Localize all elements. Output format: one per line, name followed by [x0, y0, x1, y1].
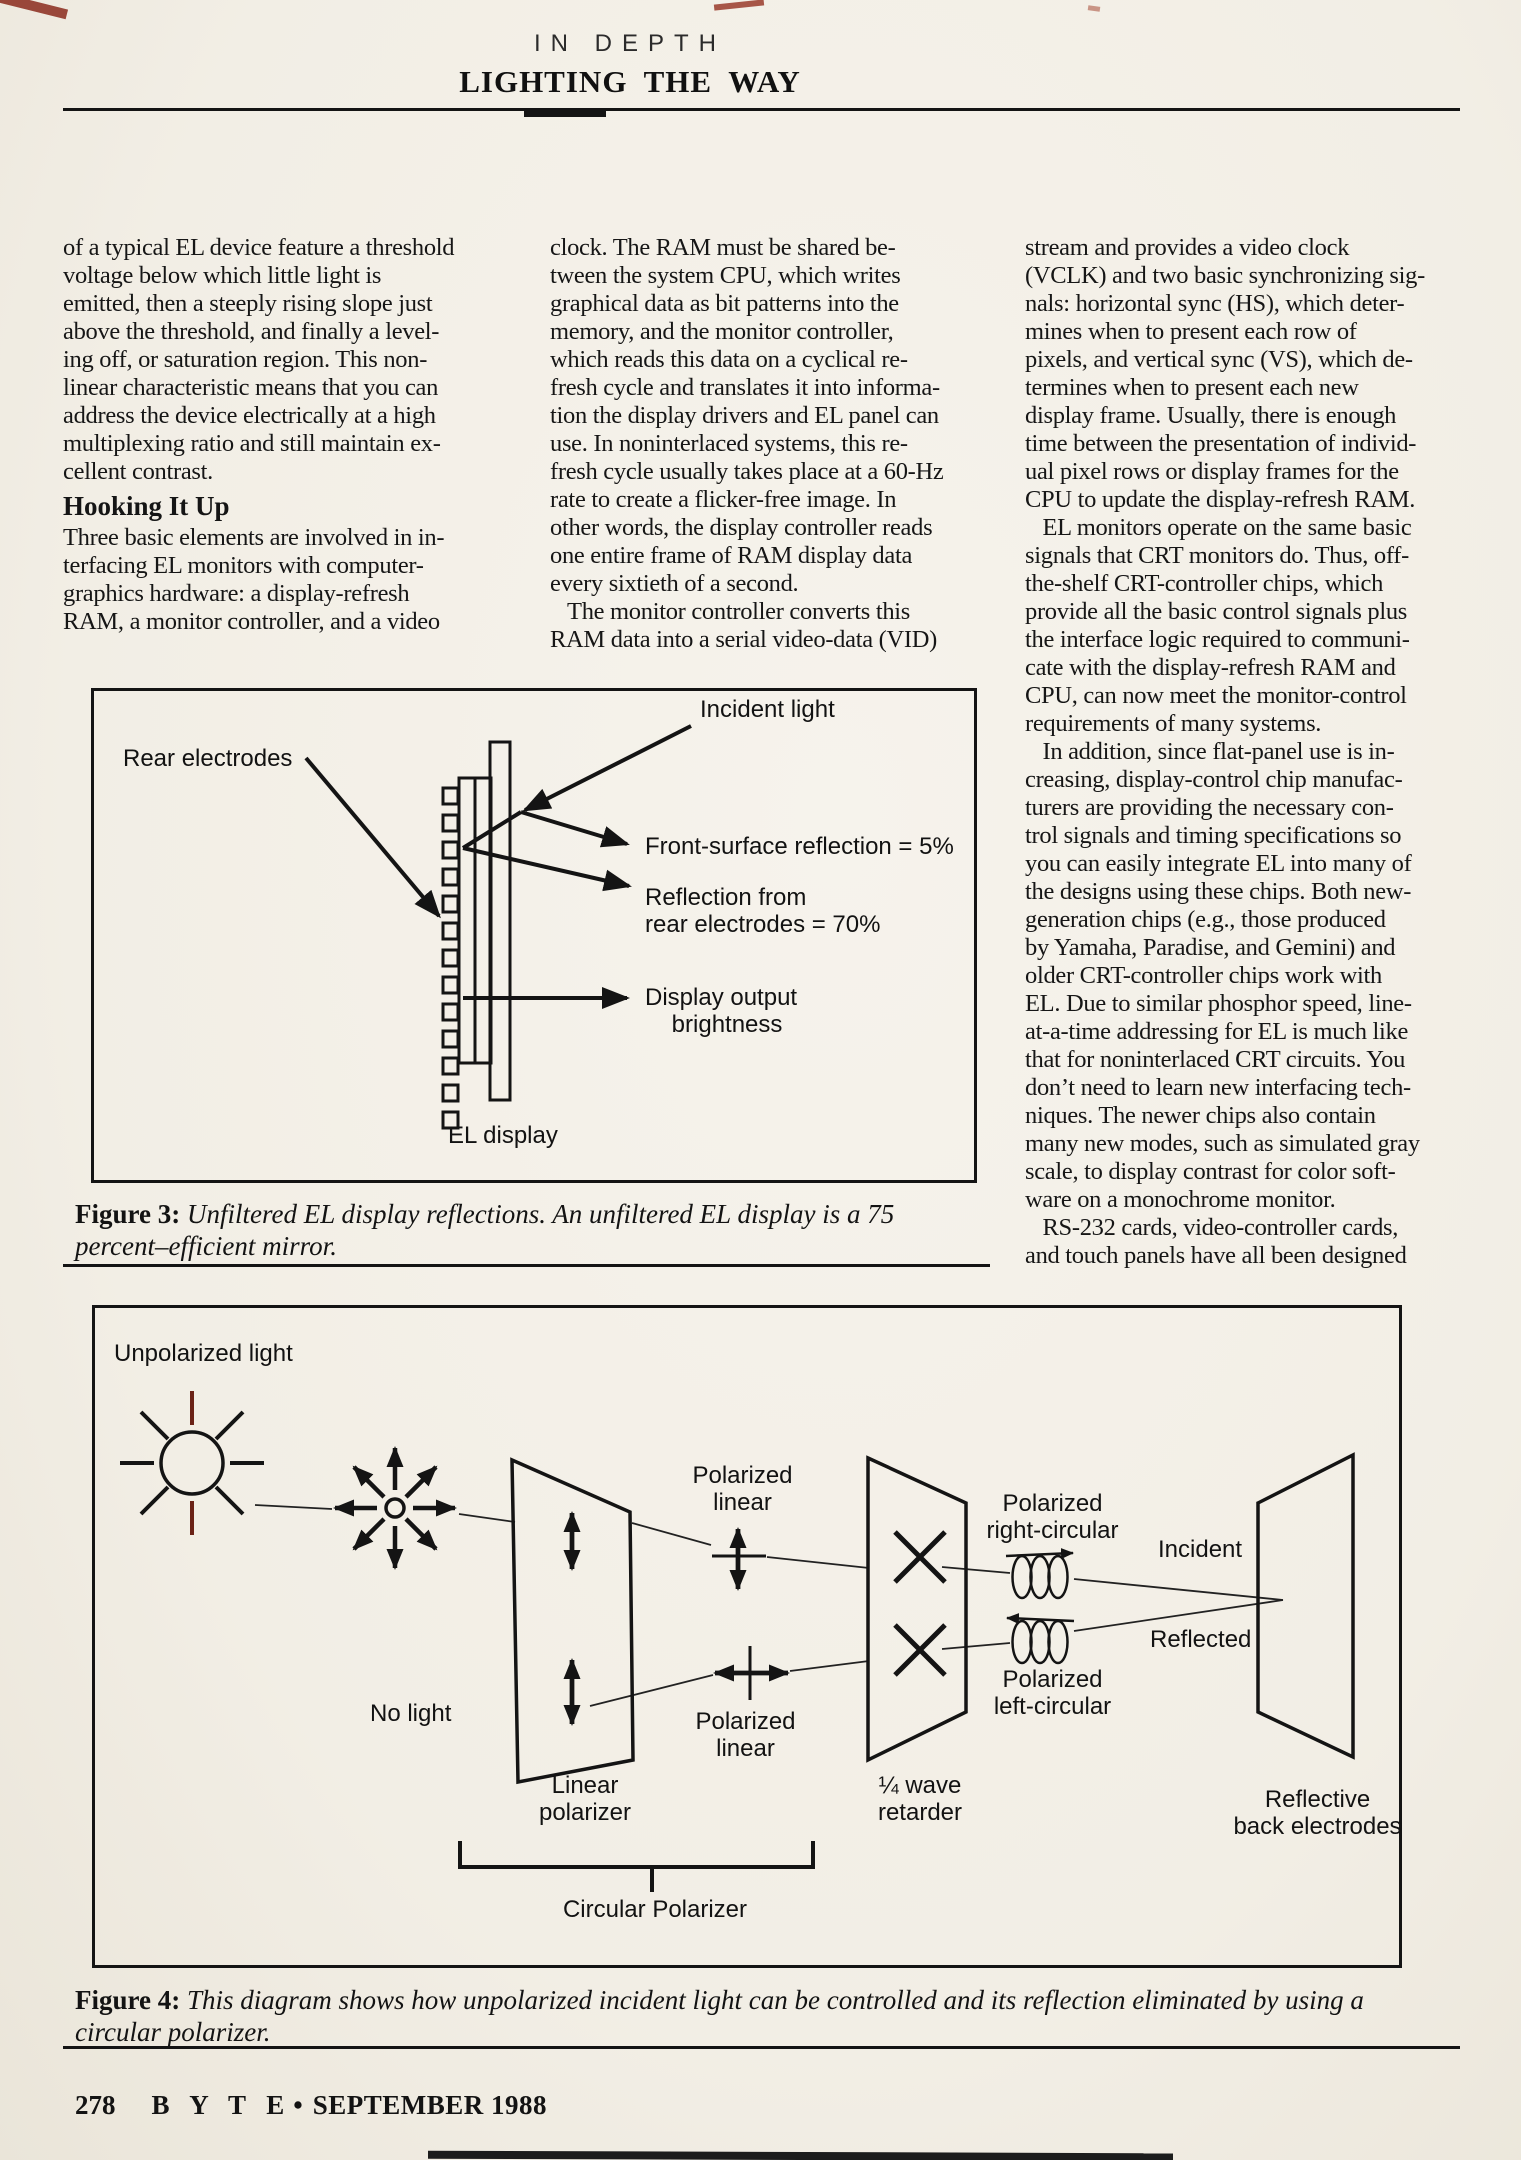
column-1: of a typical EL device feature a thresho…: [63, 234, 533, 636]
article-title: LIGHTING THE WAY: [459, 64, 801, 99]
thin-rays: [254, 1504, 1284, 1707]
label-linear-polarizer: Linear polarizer: [538, 1772, 632, 1826]
figure3-frame: [91, 688, 977, 1183]
internal-ray: [461, 810, 523, 850]
rear-electrodes-arrow: [304, 756, 441, 919]
retarder-x-marks: [893, 1530, 947, 1677]
column-2: clock. The RAM must be shared be- tween …: [550, 234, 944, 653]
linear-polarizer-panel: [510, 1457, 635, 1785]
label-incident-light: Incident light: [700, 696, 835, 723]
page-footer: 278 B Y T E• SEPTEMBER 1988: [75, 2090, 547, 2121]
label-display-output: Display output brightness: [645, 984, 798, 1038]
scan-mark-top-left: [0, 0, 69, 20]
panels: [510, 1452, 1355, 1785]
figure3-caption-text: Unfiltered EL display reflections. An un…: [75, 1199, 895, 1261]
label-front-reflection: Front-surface reflection = 5%: [645, 833, 954, 860]
section-kicker: IN DEPTH: [533, 30, 726, 57]
column-1-paragraph-2: Three basic elements are involved in in-…: [63, 524, 445, 635]
label-rear-reflection: Reflection from rear electrodes = 70%: [645, 884, 881, 938]
figure4-caption-text: This diagram shows how unpolarized incid…: [75, 1985, 1364, 2047]
figure3-caption-label: Figure 3:: [75, 1199, 181, 1229]
polarization-arrows: [563, 1511, 790, 1726]
label-polarized-right-circular: Polarized right-circular: [986, 1490, 1119, 1544]
issue-date: SEPTEMBER 1988: [312, 2090, 548, 2120]
label-rear-electrodes: Rear electrodes: [123, 745, 293, 772]
left-circular-arrow: [1006, 1613, 1075, 1625]
label-polarized-linear-bottom: Polarized linear: [695, 1708, 796, 1762]
scan-mark-top-right: [1087, 5, 1101, 12]
label-circular-polarizer: Circular Polarizer: [562, 1896, 748, 1923]
rear-reflection-arrow: [462, 846, 632, 892]
back-electrodes-panel: [1256, 1452, 1355, 1760]
scan-mark-top-center: [713, 0, 765, 11]
unpolarized-star-icon: [333, 1446, 457, 1570]
magazine-name: B Y T E: [151, 2090, 292, 2120]
circular-polarizer-bracket: [458, 1841, 815, 1892]
page-number: 278: [75, 2090, 116, 2120]
label-polarized-left-circular: Polarized left-circular: [993, 1666, 1112, 1720]
figure4-diagram: [120, 1391, 1355, 1892]
label-unpolarized-light: Unpolarized light: [114, 1340, 293, 1367]
incident-light-arrow: [522, 724, 692, 812]
figure3-caption: Figure 3: Unfiltered EL display reflecti…: [75, 1198, 955, 1262]
column-1-heading: Hooking It Up: [63, 491, 230, 521]
figure4-frame: [92, 1305, 1402, 1968]
label-reflected: Reflected: [1150, 1626, 1252, 1653]
figure4-caption-rule: [63, 2046, 1460, 2049]
figure4-caption: Figure 4: This diagram shows how unpolar…: [75, 1984, 1425, 2048]
header-bar: [524, 110, 606, 117]
label-quarter-wave-retarder: ¼ wave retarder: [877, 1772, 963, 1826]
sun-icon: [120, 1391, 264, 1535]
label-polarized-linear-top: Polarized linear: [692, 1462, 793, 1516]
figure3-rays: [304, 724, 692, 1009]
label-no-light: No light: [370, 1700, 452, 1727]
footer-separator: •: [293, 2090, 303, 2120]
scan-edge-bottom: [427, 2150, 1174, 2160]
label-incident: Incident: [1158, 1536, 1243, 1563]
figure4-caption-label: Figure 4:: [75, 1985, 181, 2015]
front-reflection-arrow: [520, 810, 630, 848]
circular-coils: [1005, 1548, 1075, 1665]
label-el-display: EL display: [448, 1122, 558, 1149]
quarter-wave-retarder-panel: [866, 1455, 968, 1763]
label-back-electrodes: Reflective back electrodes: [1233, 1786, 1402, 1840]
figure3-diagram: [304, 724, 692, 1130]
right-circular-arrow: [1005, 1548, 1074, 1560]
polarization-ticks: [712, 1554, 766, 1700]
header-rule: [63, 108, 1460, 111]
el-display-stack: [441, 740, 512, 1130]
column-3: stream and provides a video clock (VCLK)…: [1025, 234, 1425, 1269]
figure3-caption-rule: [63, 1264, 990, 1267]
column-1-paragraph-1: of a typical EL device feature a thresho…: [63, 234, 455, 485]
